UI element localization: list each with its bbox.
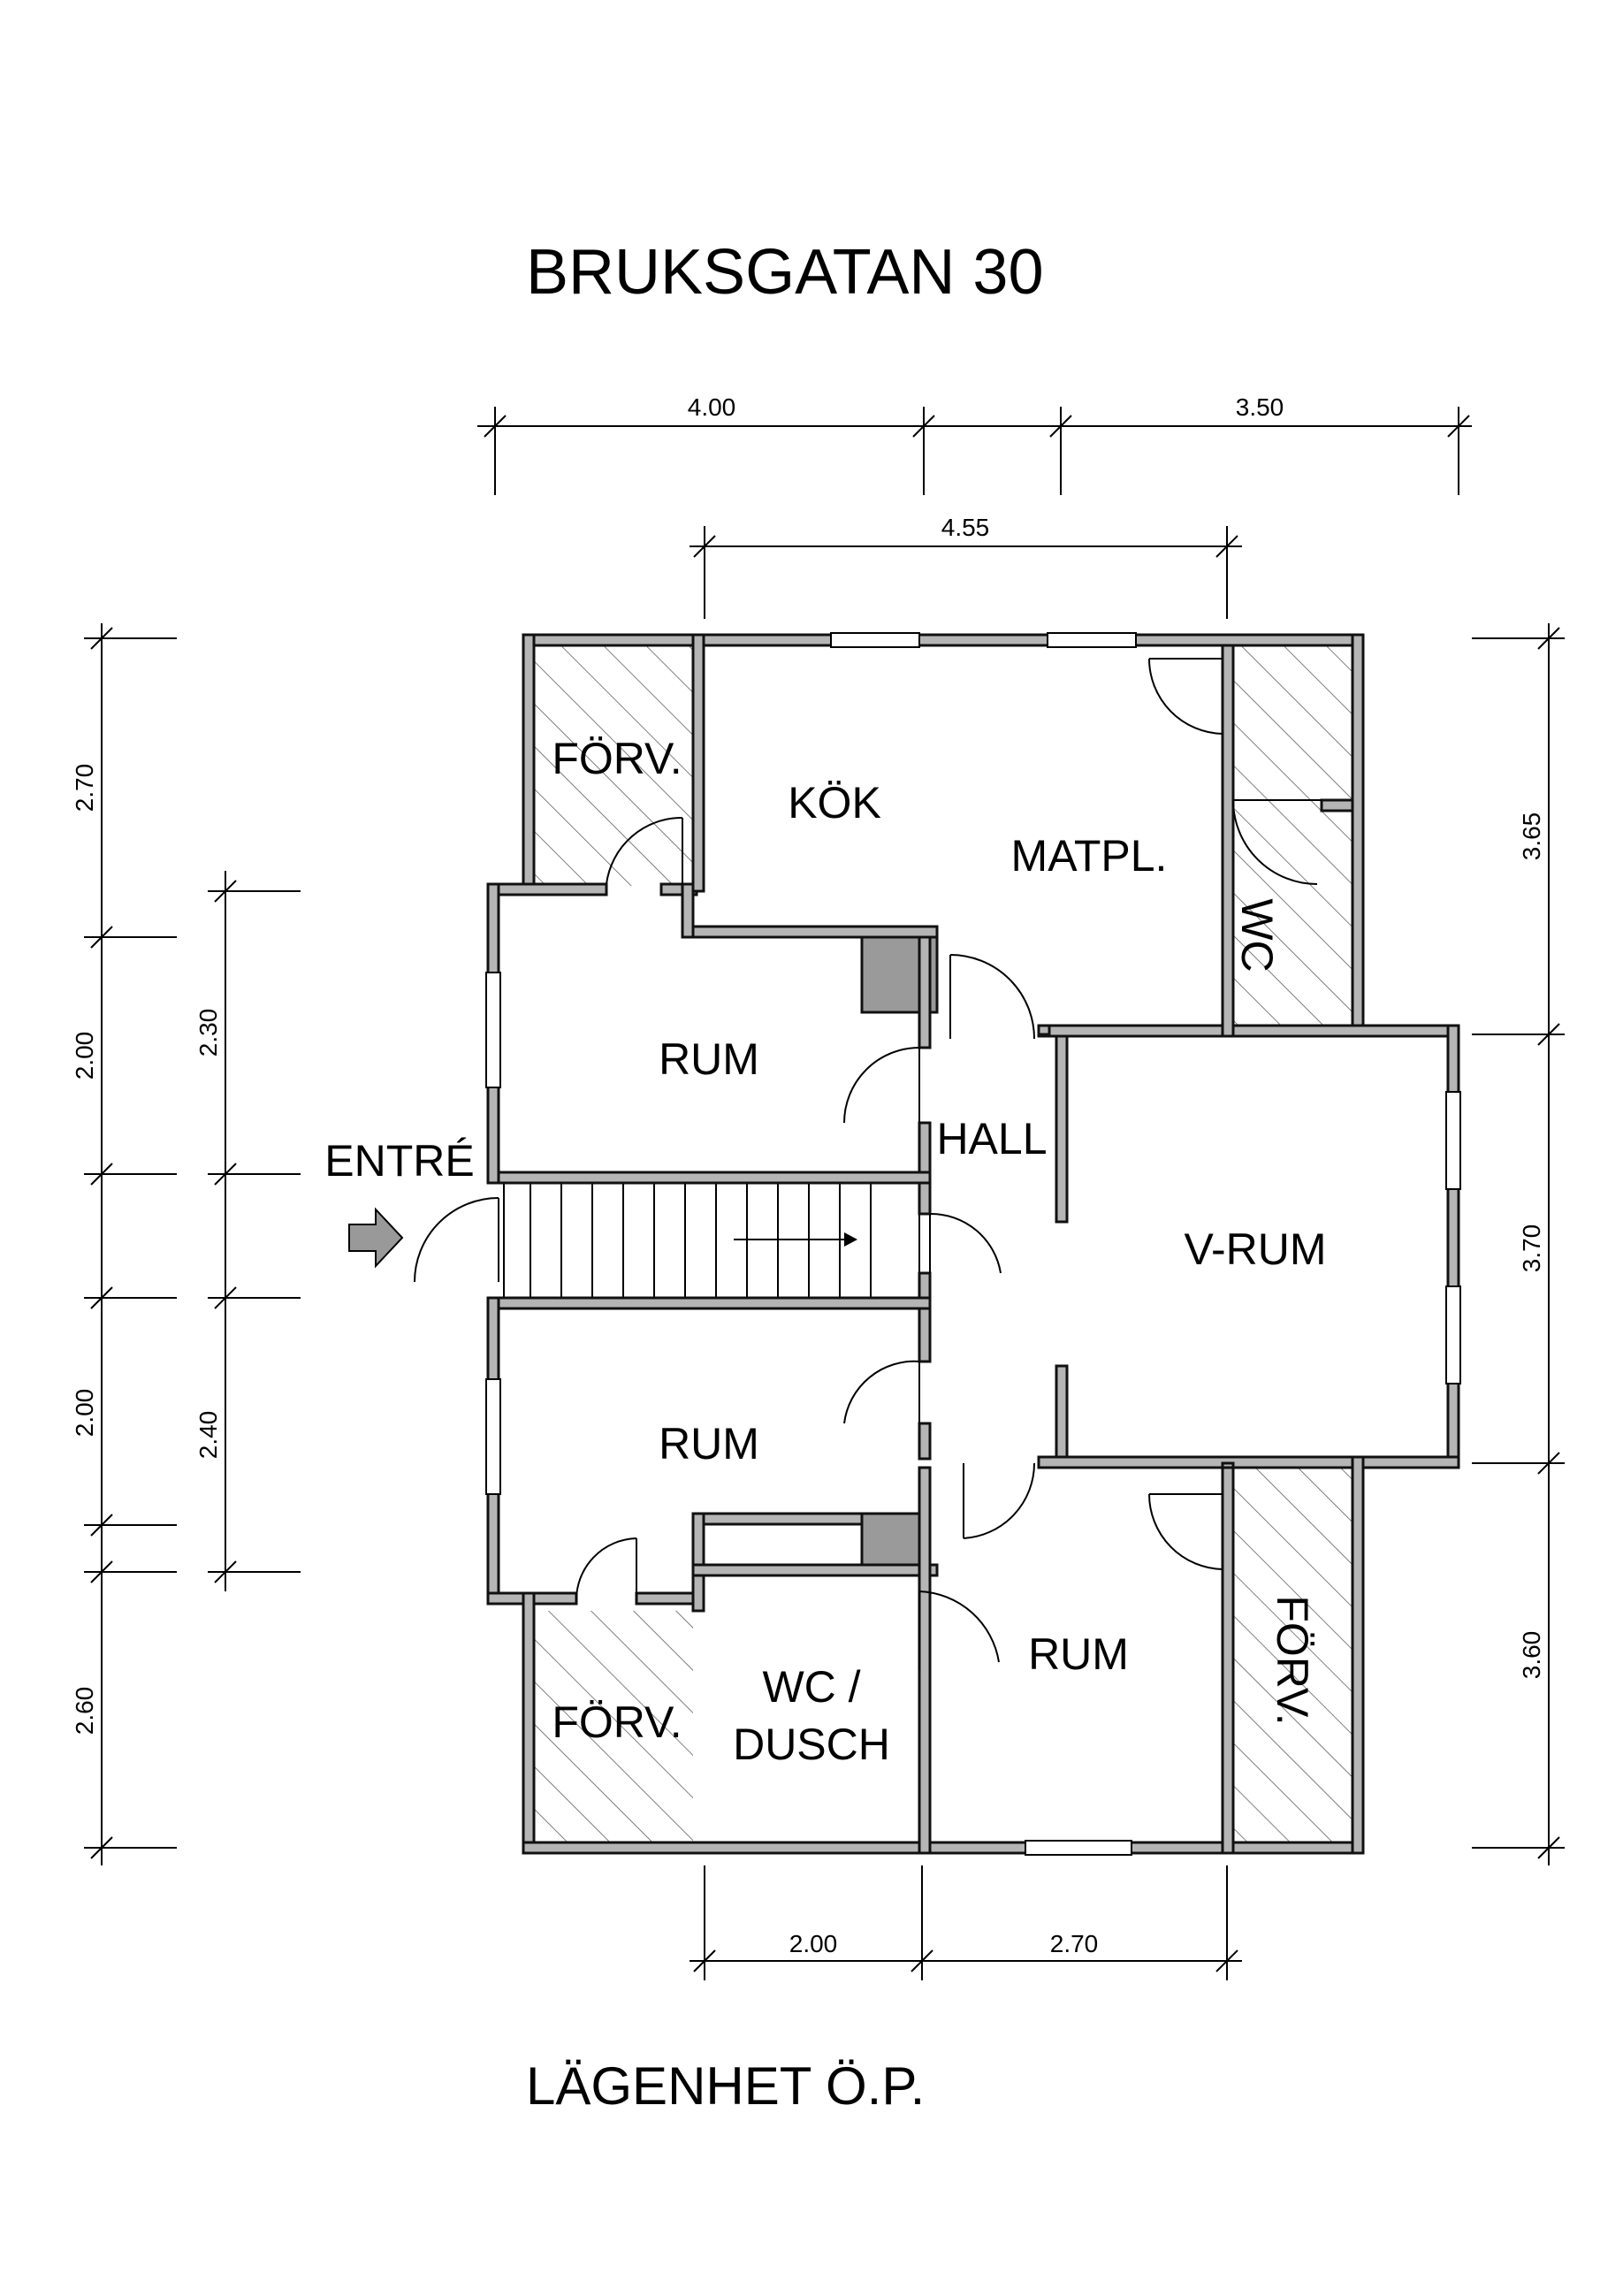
dim-right-2: 3.70 [1518, 1224, 1545, 1273]
dim-right-1: 3.65 [1518, 812, 1545, 861]
label-v-rum: V-RUM [1184, 1224, 1326, 1274]
dim-top-2: 3.50 [1236, 393, 1284, 421]
room-labels: FÖRV. KÖK MATPL. WC RUM HALL ENTRÉ V-RUM… [324, 734, 1326, 1769]
dim-left-2: 2.00 [71, 1032, 98, 1080]
dim-top-1: 4.00 [688, 393, 736, 421]
label-entre: ENTRÉ [324, 1136, 474, 1186]
label-wc-dusch-line2: DUSCH [733, 1720, 890, 1769]
dim-left-inner-1: 2.30 [194, 1009, 222, 1057]
label-rum-bottom: RUM [1028, 1629, 1129, 1679]
dim-left-3: 2.00 [71, 1389, 98, 1438]
label-rum-lower: RUM [659, 1419, 759, 1468]
dim-bottom-1: 2.00 [789, 1930, 838, 1957]
label-rum-upper: RUM [659, 1034, 759, 1084]
dim-top-inner: 4.55 [941, 514, 990, 541]
dimension-lines [84, 407, 1565, 1980]
storage-hatching [534, 645, 1352, 1842]
label-forv-right: FÖRV. [1268, 1595, 1317, 1725]
dim-left-4: 2.60 [71, 1687, 98, 1735]
dim-right-3: 3.60 [1518, 1631, 1545, 1680]
label-hall: HALL [936, 1114, 1047, 1163]
label-forv-bottom-left: FÖRV. [552, 1697, 682, 1747]
staircase [503, 1182, 920, 1299]
label-wc-top: WC [1232, 898, 1282, 972]
plan-subtitle: LÄGENHET Ö.P. [526, 2056, 925, 2116]
walls [486, 633, 1460, 1855]
doors [414, 658, 1322, 1671]
label-forv-top-left: FÖRV. [552, 734, 682, 783]
plan-title: BRUKSGATAN 30 [526, 237, 1044, 308]
label-matpl: MATPL. [1011, 831, 1168, 881]
dim-left-inner-2: 2.40 [194, 1411, 222, 1460]
label-wc-dusch-line1: WC / [762, 1662, 860, 1712]
entry-arrow-icon [348, 1207, 404, 1269]
dim-bottom-2: 2.70 [1050, 1930, 1099, 1957]
dimension-labels: 4.00 3.50 4.55 2.00 2.70 2.70 2.00 2.00 … [71, 393, 1545, 1957]
dim-left-1: 2.70 [71, 764, 98, 812]
windows [485, 632, 1461, 1856]
label-kok: KÖK [788, 778, 881, 828]
